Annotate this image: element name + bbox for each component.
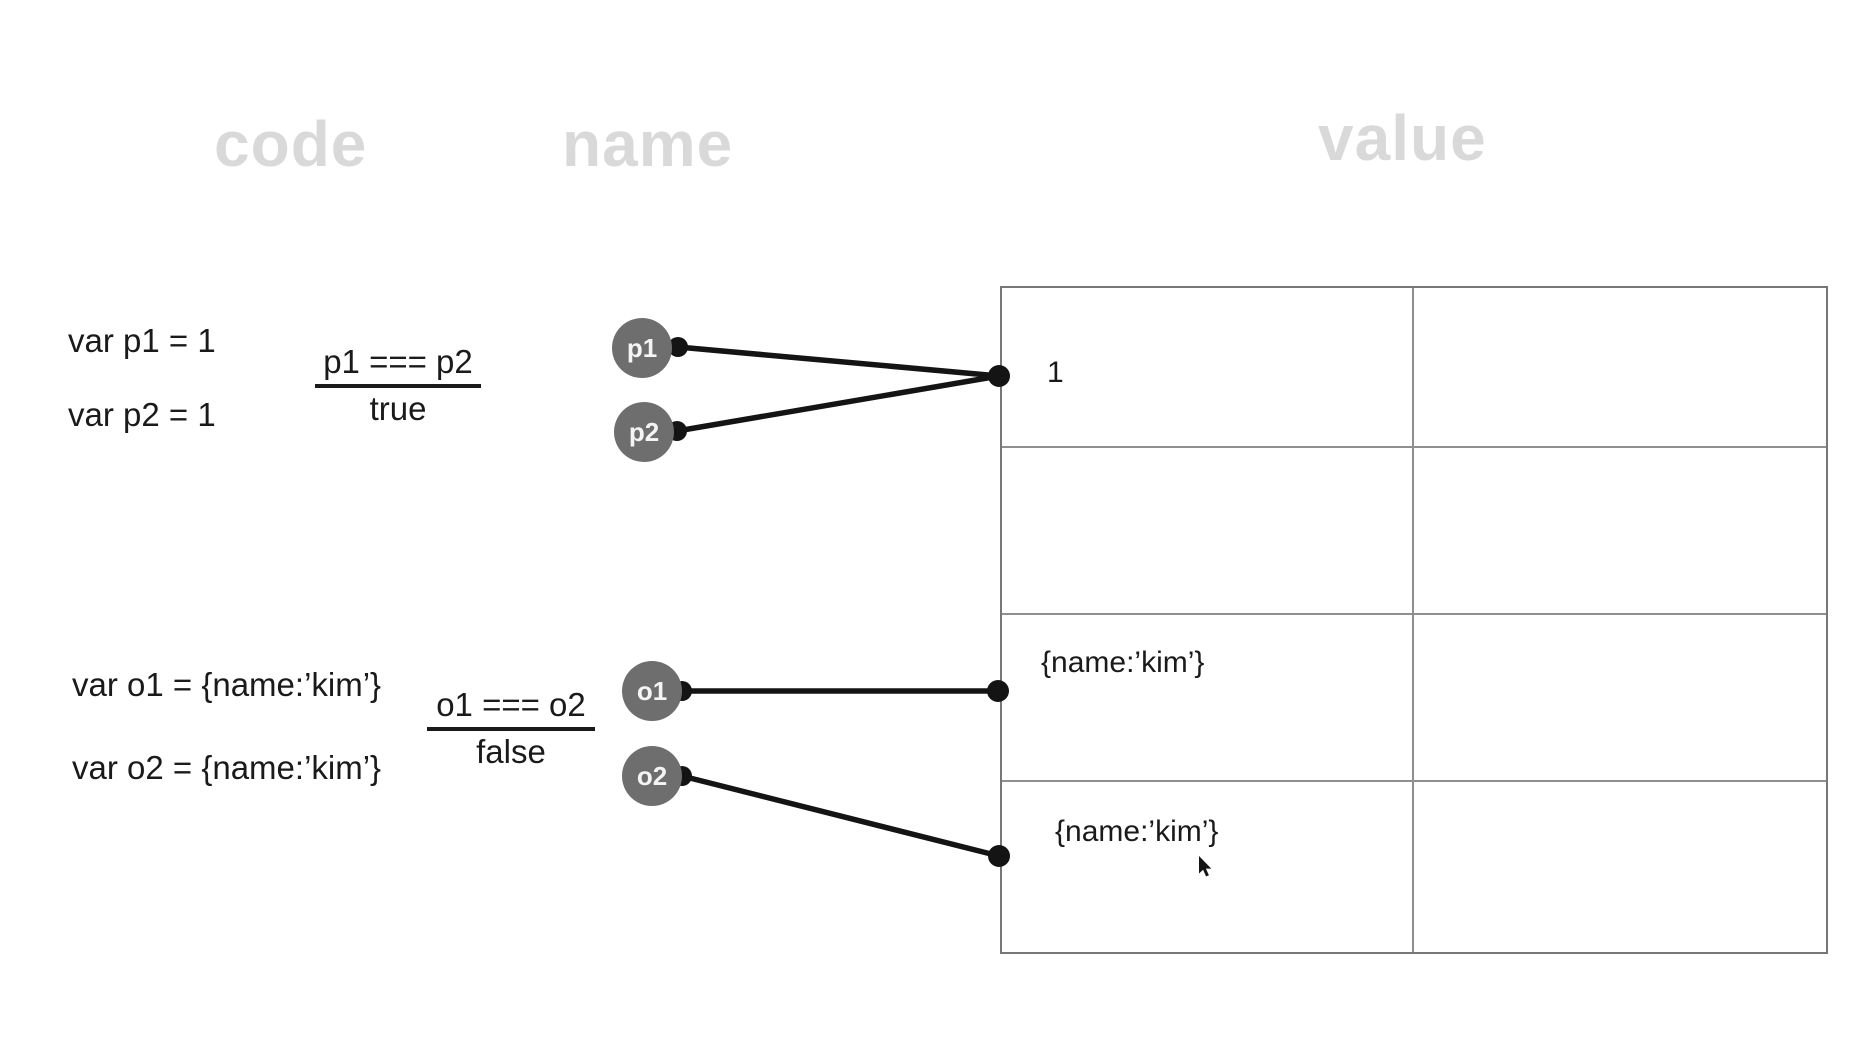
comparison-object: o1 === o2 false [427,684,595,772]
column-header-value: value [1318,102,1487,174]
value-cell-3-text: {name:’kim’} [1041,646,1205,679]
code-line-var-p2: var p2 = 1 [68,396,216,433]
value-cell-4-right-empty [1414,782,1826,952]
edge-o2-value-4 [681,773,1000,859]
value-table: 1 {name:’kim’} {name:’kim’} [1000,286,1828,954]
comparison-result-object: false [476,733,546,770]
comparison-primitive: p1 === p2 true [315,341,481,429]
comparison-expression-object: o1 === o2 [427,684,595,731]
edge-p1-value-1 [677,344,1000,379]
value-cell-1-right-empty [1414,288,1826,448]
code-line-var-o1: var o1 = {name:’kim’} [72,666,382,703]
value-cell-3: {name:’kim’} [1002,615,1414,782]
value-cell-1-text: 1 [1047,356,1064,389]
name-node-p1: p1 [612,318,672,378]
value-cell-4-text: {name:’kim’} [1055,815,1219,848]
column-header-name: name [562,108,734,180]
value-cell-3-right-empty [1414,615,1826,782]
comparison-expression-primitive: p1 === p2 [315,341,481,388]
name-node-p2: p2 [614,402,674,462]
name-node-o1: o1 [622,661,682,721]
value-cell-1: 1 [1002,288,1414,448]
column-header-code: code [214,108,368,180]
value-cell-2-right-empty [1414,448,1826,615]
name-node-o2: o2 [622,746,682,806]
edge-p2-value-1 [676,373,1000,434]
code-line-var-p1: var p1 = 1 [68,322,216,359]
value-cell-2-empty [1002,448,1414,615]
value-cell-4: {name:’kim’} [1002,782,1414,952]
comparison-result-primitive: true [369,390,427,427]
mouse-cursor [1199,856,1212,877]
code-line-var-o2: var o2 = {name:’kim’} [72,749,382,786]
